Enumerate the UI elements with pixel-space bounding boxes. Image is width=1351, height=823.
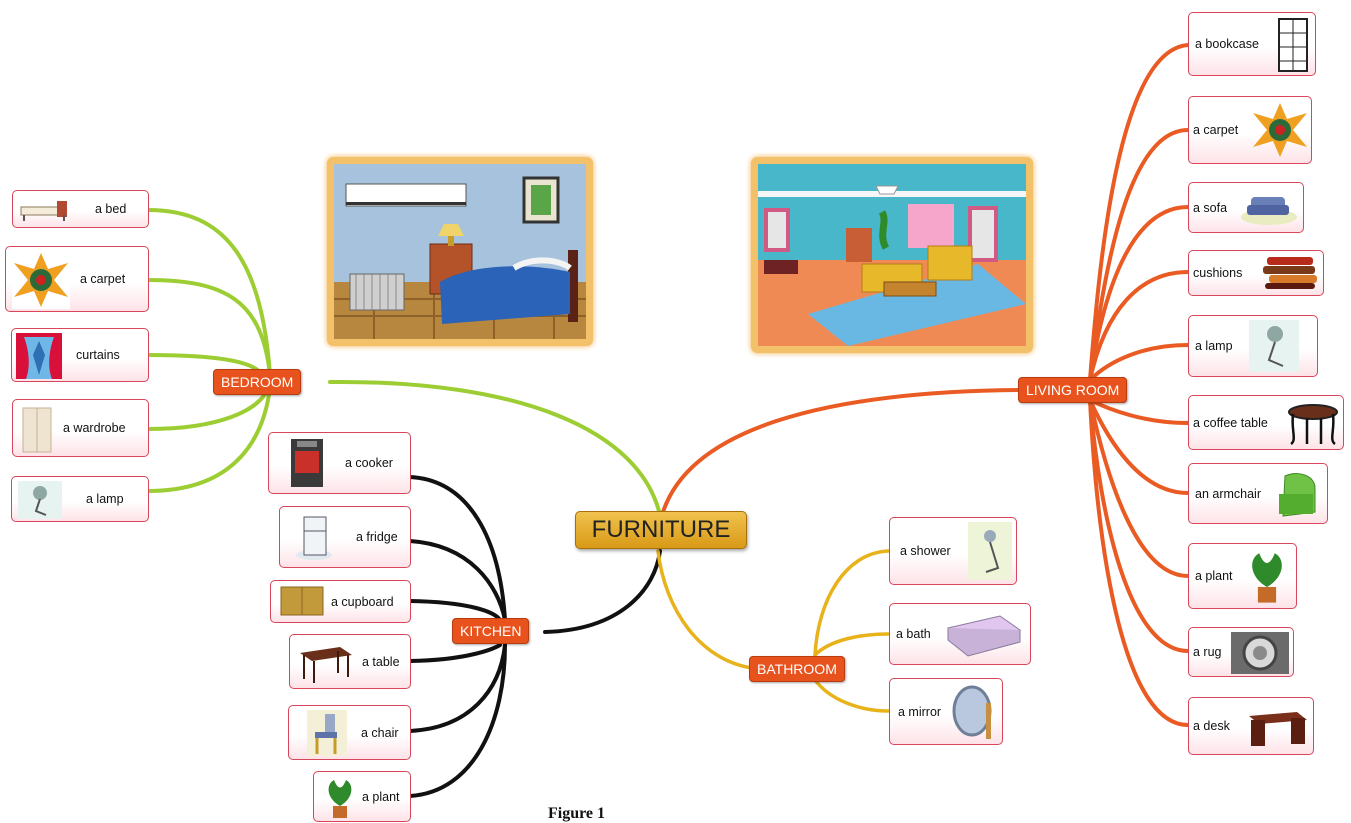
living-item-label: a lamp [1195,339,1233,353]
table-icon [300,647,352,683]
cooker-icon [291,439,323,487]
bed-icon [20,201,67,221]
rug-icon [1231,632,1289,674]
living-item-label: a sofa [1193,200,1228,215]
figure-caption: Figure 1 [548,805,606,822]
living-item-label: cushions [1193,266,1243,280]
bathroom-item-label: a bath [896,627,931,641]
living-item-bookcase[interactable]: a bookcase [1188,12,1316,76]
bathroom-item-bath[interactable]: a bath [889,603,1031,665]
bedroom-item-label: curtains [76,348,120,362]
mirror-icon [952,685,992,739]
bedroom-item-label: a carpet [80,272,126,286]
living-item-plant[interactable]: a plant [1188,543,1297,609]
central-topic[interactable]: FURNITURE [575,511,747,549]
wardrobe-icon [22,407,52,453]
bath-icon [946,615,1022,657]
living-item-sofa[interactable]: a sofa [1188,182,1304,233]
desk-icon [1249,712,1307,746]
lamp-icon [1249,320,1299,372]
living-item-armchair[interactable]: an armchair [1188,463,1328,524]
living-item-label: a coffee table [1193,415,1268,430]
living-item-label: a bookcase [1195,37,1259,51]
bedroom-item-wardrobe[interactable]: a wardrobe [12,399,149,457]
bedroom-item-bed[interactable]: a bed [12,190,149,228]
curtains-icon [16,333,62,379]
bathroom-item-shower[interactable]: a shower [889,517,1017,585]
kitchen-item-cooker[interactable]: a cooker [268,432,411,494]
carpet-icon [1253,103,1307,157]
living-item-label: a plant [1195,569,1233,583]
kitchen-item-label: a cooker [345,456,393,470]
kitchen-item-plant[interactable]: a plant [313,771,411,822]
plant-icon [1252,553,1282,603]
kitchen-item-label: a fridge [356,530,398,544]
bathroom-item-mirror[interactable]: a mirror [889,678,1003,745]
bedroom-item-label: a bed [95,202,127,216]
coffee-table-icon [1288,404,1338,446]
bedroom-item-label: a wardrobe [63,421,126,435]
living-item-cushions[interactable]: cushions [1188,250,1324,296]
living-item-label: a carpet [1193,123,1239,137]
living-item-lamp[interactable]: a lamp [1188,315,1318,377]
living-item-label: a desk [1193,719,1230,733]
bedroom-item-carpet[interactable]: a carpet [5,246,149,312]
cushions-icon [1263,257,1317,289]
living-room-branch[interactable]: LIVING ROOM [1018,377,1128,403]
cupboard-icon [280,586,324,616]
kitchen-branch[interactable]: KITCHEN [452,618,530,644]
bedroom-item-lamp[interactable]: a lamp [11,476,149,522]
bedroom-item-label: a lamp [86,492,124,506]
living-item-label: a rug [1193,645,1222,659]
bedroom-branch[interactable]: BEDROOM [213,369,302,395]
kitchen-item-label: a table [362,654,400,669]
living-item-label: an armchair [1195,486,1261,501]
bathroom-item-label: a shower [900,544,951,558]
living-item-coffee-table[interactable]: a coffee table [1188,395,1344,450]
kitchen-item-cupboard[interactable]: a cupboard [270,580,411,623]
bookcase-icon [1278,18,1308,72]
living-item-desk[interactable]: a desk [1188,697,1314,755]
kitchen-item-label: a plant [362,789,400,804]
kitchen-item-label: a cupboard [331,594,394,609]
lamp-icon [18,481,62,519]
armchair-icon [1279,473,1316,517]
shower-icon [968,522,1012,580]
living-room-scene-picture [751,157,1033,353]
fridge-icon [296,516,332,560]
plant-icon [328,780,352,818]
bathroom-branch[interactable]: BATHROOM [749,656,845,682]
carpet-icon [12,251,70,309]
kitchen-item-label: a chair [361,725,399,740]
kitchen-item-table[interactable]: a table [289,634,411,689]
kitchen-item-chair[interactable]: a chair [288,705,411,760]
bathroom-item-label: a mirror [898,704,942,719]
bedroom-scene-picture [327,157,593,346]
bedroom-item-curtains[interactable]: curtains [11,328,149,382]
kitchen-item-fridge[interactable]: a fridge [279,506,411,568]
sofa-icon [1241,197,1297,225]
chair-icon [307,710,347,756]
living-item-carpet[interactable]: a carpet [1188,96,1312,164]
living-item-rug[interactable]: a rug [1188,627,1294,677]
